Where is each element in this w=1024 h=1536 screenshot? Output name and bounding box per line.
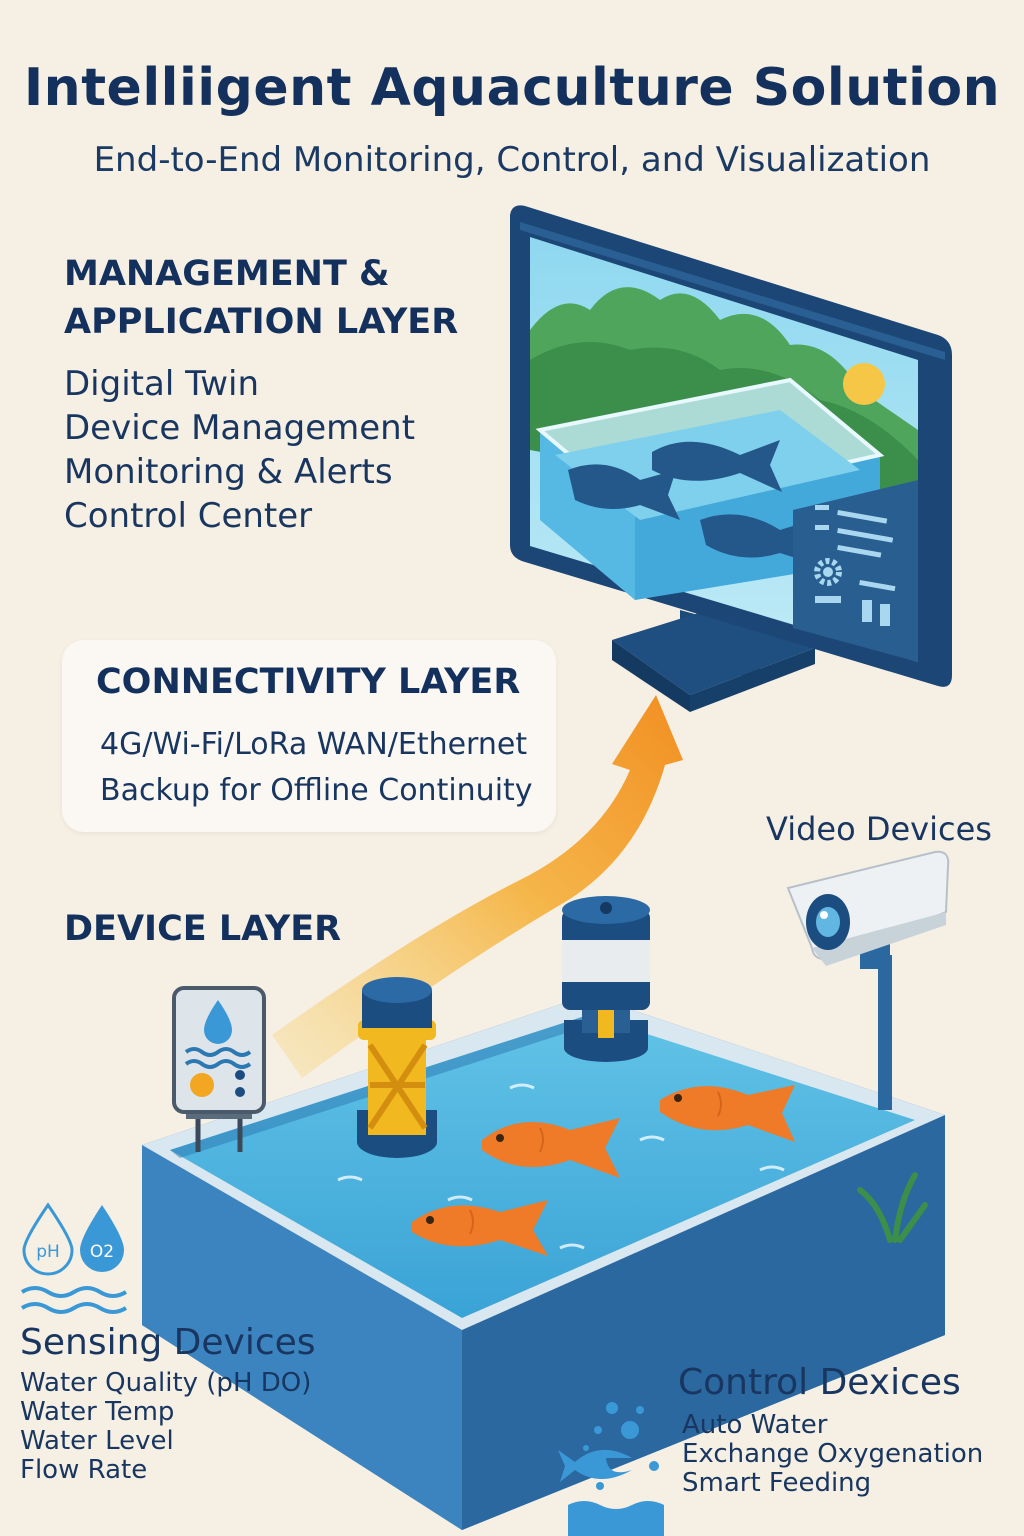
sensing-item: Water Temp [20,1397,175,1427]
management-layer-heading: MANAGEMENT & APPLICATION LAYER [64,250,458,346]
sensing-item: Water Level [20,1426,174,1456]
sensing-devices-title: Sensing Devices [20,1322,316,1363]
control-devices-title: Control Dexices [678,1362,961,1403]
camera-icon [786,850,950,1110]
sensing-devices-block: Sensing Devices Water Quality (pH DO) Wa… [20,1322,316,1485]
connectivity-item: 4G/Wi-Fi/LoRa WAN/Ethernet [100,727,528,762]
page-subtitle: End-to-End Monitoring, Control, and Visu… [93,140,931,180]
sensing-item: Flow Rate [20,1455,148,1485]
o2-label: O2 [90,1242,114,1262]
management-item: Device Management [64,408,416,448]
ph-label: pH [36,1242,60,1262]
control-devices-block: Control Dexices Auto Water Exchange Oxyg… [678,1362,983,1498]
management-item: Digital Twin [64,364,260,404]
management-item: Monitoring & Alerts [64,452,393,492]
connectivity-layer-card [62,640,556,832]
control-item: Exchange Oxygenation [682,1439,984,1469]
fish-icon [412,1085,795,1256]
control-item: Auto Water [682,1410,828,1440]
device-layer-heading: DEVICE LAYER [64,909,342,949]
video-devices-label: Video Devices [766,810,992,848]
control-item: Smart Feeding [682,1468,872,1498]
management-heading-line2: APPLICATION LAYER [64,302,459,342]
o2-drop-icon: O2 [80,1205,124,1272]
water-sensor-icon [172,986,266,1152]
ph-drop-icon: pH [22,1202,74,1276]
oxygenator-icon [357,977,437,1158]
water-wave-icon [20,1286,128,1314]
bubbles-fish-icon [558,1402,664,1536]
sensing-item: Water Quality (pH DO) [20,1368,312,1398]
management-layer-items: Digital Twin Device Management Monitorin… [64,362,415,538]
connectivity-layer-items: 4G/Wi-Fi/LoRa WAN/Ethernet Backup for Of… [100,722,533,814]
smart-feeder-icon [562,896,650,1062]
page-title: Intelliigent Aquaculture Solution [23,58,1001,118]
connectivity-item: Backup for Offline Continuity [100,773,533,808]
connectivity-layer-heading: CONNECTIVITY LAYER [96,662,521,702]
management-heading-line1: MANAGEMENT & [64,254,390,294]
monitor-icon [510,205,952,712]
management-item: Control Center [64,496,313,536]
